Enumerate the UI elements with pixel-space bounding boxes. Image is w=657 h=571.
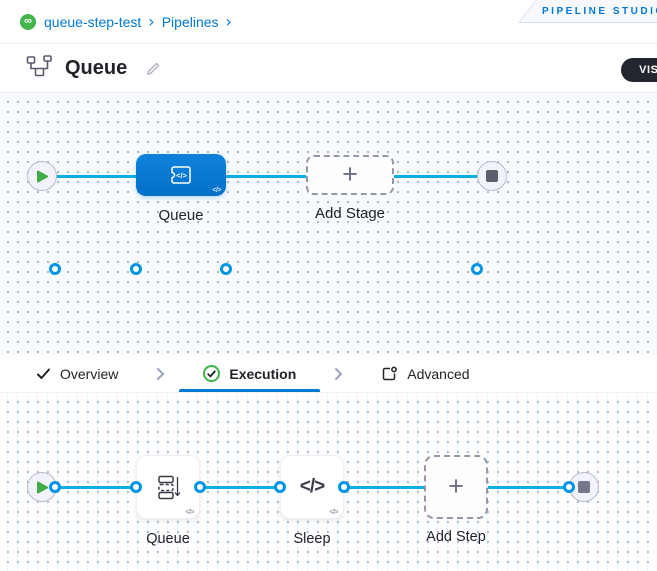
pipeline-start-node[interactable] bbox=[27, 161, 57, 191]
connector-port[interactable] bbox=[563, 481, 575, 493]
stop-icon bbox=[578, 481, 590, 493]
success-check-icon bbox=[203, 365, 221, 382]
code-step-icon: </> bbox=[299, 476, 326, 497]
stage-config-tabs: Overview Execution Advanced bbox=[0, 355, 657, 393]
connector-port[interactable] bbox=[274, 481, 286, 493]
page-title: Queue bbox=[65, 56, 128, 79]
play-icon bbox=[37, 170, 48, 182]
stage-canvas[interactable]: </> </> Queue + Add Stage bbox=[0, 93, 657, 355]
check-icon bbox=[37, 368, 50, 379]
svg-text:</>: </> bbox=[176, 171, 187, 180]
advanced-settings-icon bbox=[383, 366, 398, 380]
connector-port[interactable] bbox=[49, 263, 61, 275]
plus-icon: + bbox=[448, 470, 464, 501]
flow-line bbox=[42, 175, 492, 178]
step-node-queue[interactable]: </> bbox=[136, 455, 200, 519]
chevron-right-icon: › bbox=[225, 12, 232, 31]
connector-port[interactable] bbox=[130, 263, 142, 275]
chevron-right-icon bbox=[156, 355, 165, 392]
plus-icon: + bbox=[342, 158, 358, 189]
tab-advanced[interactable]: Advanced bbox=[357, 355, 493, 392]
add-stage-label: Add Stage bbox=[314, 205, 386, 222]
edit-pencil-icon[interactable] bbox=[145, 59, 163, 77]
chevron-right-icon bbox=[334, 355, 343, 392]
connector-port[interactable] bbox=[471, 263, 483, 275]
pipeline-end-node[interactable] bbox=[477, 161, 507, 191]
chevron-right-icon: › bbox=[148, 12, 155, 31]
connector-port[interactable] bbox=[194, 481, 206, 493]
pipeline-icon bbox=[26, 54, 52, 82]
breadcrumb-project-link[interactable]: queue-step-test bbox=[44, 13, 142, 30]
connector-port[interactable] bbox=[220, 263, 232, 275]
stage-node-queue[interactable]: </> </> bbox=[136, 154, 226, 196]
add-step-button[interactable]: + bbox=[424, 455, 488, 519]
title-bar: Queue VISUAL bbox=[0, 44, 657, 93]
stage-label: Queue bbox=[158, 207, 204, 224]
stop-icon bbox=[486, 170, 498, 182]
code-badge-icon: </> bbox=[329, 509, 338, 516]
play-icon bbox=[37, 481, 48, 493]
step-node-sleep[interactable]: </> </> bbox=[280, 455, 344, 519]
tab-execution[interactable]: Execution bbox=[179, 355, 321, 392]
execution-start-node[interactable] bbox=[27, 472, 57, 502]
add-step-label: Add Step bbox=[426, 529, 486, 545]
pipeline-studio-badge: PIPELINE STUDIO bbox=[518, 0, 657, 23]
visual-yaml-toggle[interactable]: VISUAL bbox=[621, 58, 657, 82]
connector-port[interactable] bbox=[49, 481, 61, 493]
code-badge-icon: </> bbox=[212, 187, 221, 194]
execution-canvas[interactable]: </> Queue </> </> Sleep + Add Step bbox=[0, 393, 657, 571]
breadcrumb: ∞ queue-step-test › Pipelines › PIPELINE… bbox=[0, 0, 657, 44]
custom-stage-icon: </> bbox=[171, 166, 191, 184]
queue-step-icon bbox=[158, 475, 181, 500]
connector-port[interactable] bbox=[338, 481, 350, 493]
breadcrumb-pipelines-link[interactable]: Pipelines bbox=[161, 13, 219, 30]
code-badge-icon: </> bbox=[185, 509, 194, 516]
project-icon: ∞ bbox=[20, 13, 36, 30]
execution-end-node[interactable] bbox=[569, 472, 599, 502]
step-label: Queue bbox=[146, 531, 190, 547]
connector-port[interactable] bbox=[130, 481, 142, 493]
tab-overview[interactable]: Overview bbox=[12, 355, 142, 392]
add-stage-button[interactable]: + bbox=[306, 155, 394, 195]
step-label: Sleep bbox=[293, 531, 331, 547]
